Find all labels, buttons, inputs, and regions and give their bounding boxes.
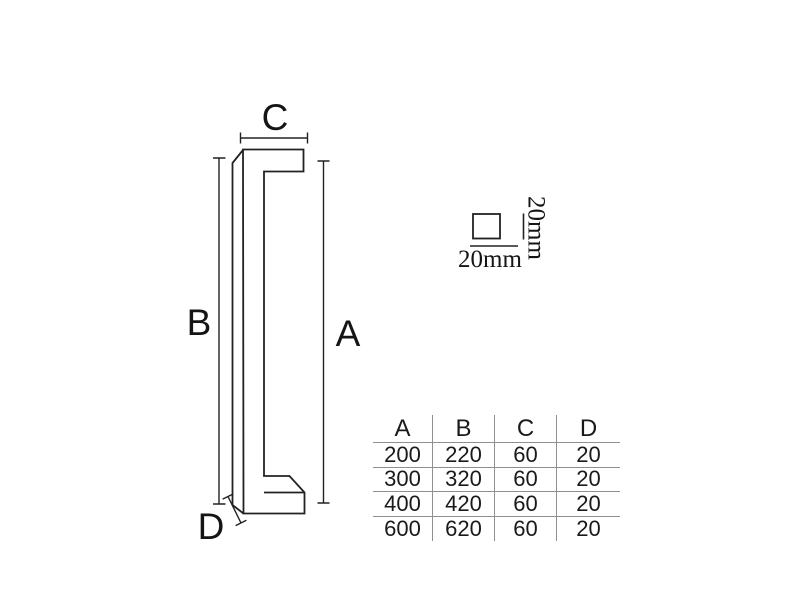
table-header-cell: D — [557, 415, 620, 443]
cross-section-width-label: 20mm — [458, 246, 522, 273]
dim-label-d: D — [197, 506, 225, 547]
table-cell: 20 — [557, 466, 620, 493]
table-cell: 620 — [433, 516, 495, 542]
table-cell: 400 — [373, 491, 433, 517]
dimension-line-d — [222, 493, 247, 527]
handle-front-edge — [231, 149, 245, 515]
dimension-line-c — [239, 132, 309, 144]
dimension-line-b — [213, 157, 226, 505]
table-cell: 320 — [433, 466, 495, 493]
table-cell: 20 — [557, 491, 620, 517]
table-cell: 60 — [495, 516, 557, 542]
cross-section-square — [472, 213, 501, 240]
table-header-cell: B — [433, 415, 495, 443]
table-cell: 300 — [373, 466, 433, 493]
table-cell: 600 — [373, 516, 433, 542]
handle-profile — [242, 148, 306, 515]
table-header-cell: C — [495, 415, 557, 443]
spec-table: A B C D 200 220 60 20 300 320 60 20 400 … — [373, 415, 620, 542]
table-cell: 220 — [433, 442, 495, 468]
table-cell: 420 — [433, 491, 495, 517]
table-cell: 60 — [495, 466, 557, 493]
table-cell: 60 — [495, 442, 557, 468]
table-cell: 200 — [373, 442, 433, 468]
dim-label-b: B — [186, 302, 212, 343]
dim-label-a: A — [335, 313, 361, 354]
dim-label-c: C — [261, 97, 289, 138]
table-cell: 60 — [495, 491, 557, 517]
table-cell: 20 — [576, 516, 601, 542]
cross-section-height-label: 20mm — [522, 196, 550, 260]
table-header-cell: A — [373, 415, 433, 443]
table-cell: 20 — [557, 442, 620, 468]
dimension-line-a — [317, 160, 330, 504]
